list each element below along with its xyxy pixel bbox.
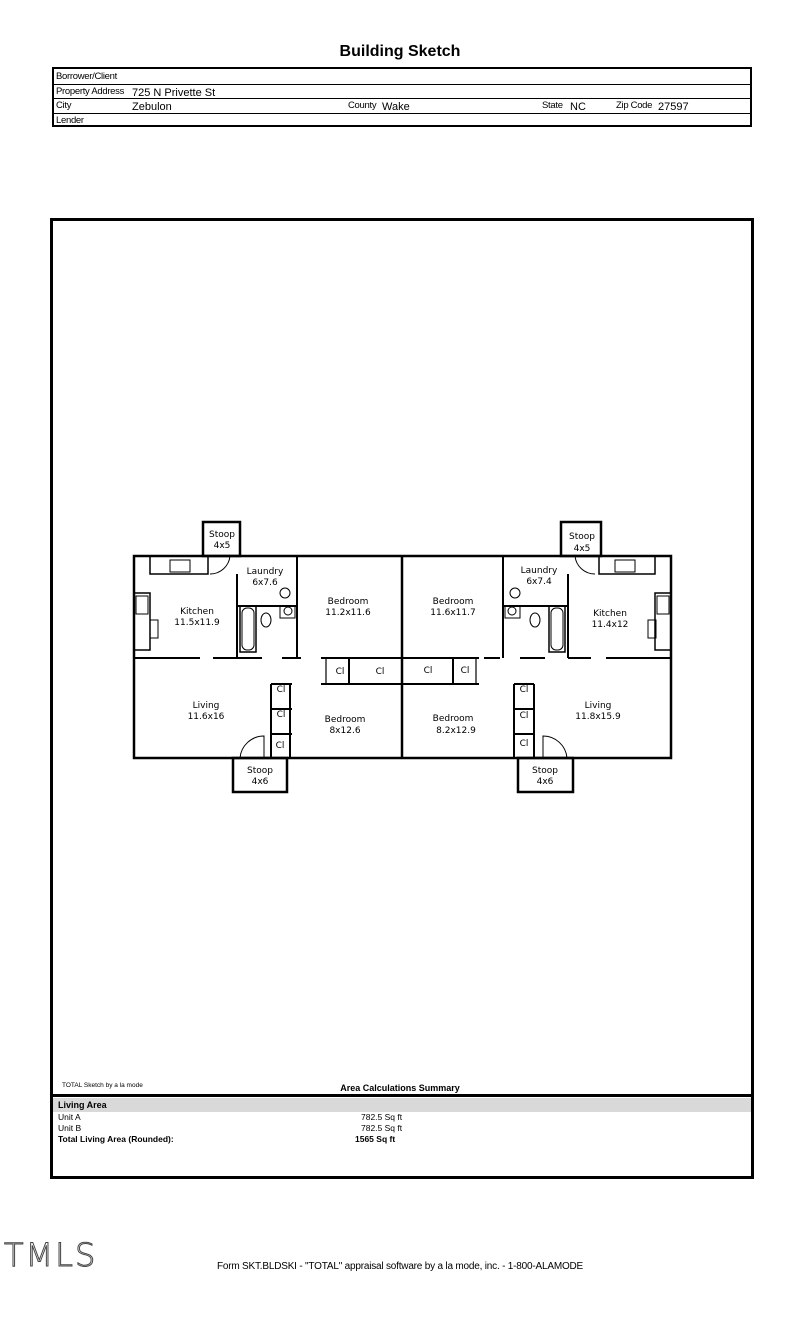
unit-b-area: 782.5 Sq ft <box>361 1123 403 1133</box>
bedroom-top-right-dim: 11.6x11.7 <box>430 608 475 618</box>
address-label: Property Address <box>56 85 125 97</box>
stoop-bottom-left-label: Stoop <box>247 766 273 776</box>
living-left-label: Living <box>193 701 220 711</box>
unit-a-name: Unit A <box>58 1112 81 1122</box>
stoop-top-left <box>201 520 242 558</box>
address-row: Property Address 725 N Privette St <box>54 84 750 99</box>
kitchen-left-label: Kitchen <box>180 607 214 617</box>
living-area-label: Living Area <box>58 1100 107 1110</box>
zip-label: Zip Code <box>616 100 653 111</box>
closet-label: Cl <box>376 667 385 677</box>
city-row: City Zebulon County Wake State NC Zip Co… <box>54 98 750 114</box>
bedroom-top-right-label: Bedroom <box>433 597 474 607</box>
closet-label: Cl <box>520 685 529 695</box>
city-value: Zebulon <box>132 101 172 113</box>
closet-label: Cl <box>520 739 529 749</box>
summary-divider <box>53 1094 751 1097</box>
bedroom-bottom-right-label: Bedroom <box>433 714 474 724</box>
laundry-left-label: Laundry <box>247 567 284 577</box>
stoop-bottom-left-dim: 4x6 <box>252 777 269 787</box>
stoop-top-left-label: Stoop <box>209 530 235 540</box>
state-value: NC <box>570 101 586 113</box>
borrower-row: Borrower/Client <box>54 69 750 85</box>
sketch-frame <box>50 218 754 1179</box>
total-value: 1565 Sq ft <box>355 1134 396 1144</box>
zip-value: 27597 <box>658 101 689 113</box>
laundry-left-dim: 6x7.6 <box>252 578 278 588</box>
living-right-dim: 11.8x15.9 <box>575 712 621 722</box>
lender-label: Lender <box>56 114 84 126</box>
address-value: 725 N Privette St <box>132 86 216 99</box>
property-info-table: Borrower/Client Property Address 725 N P… <box>52 67 752 127</box>
kitchen-right-dim: 11.4x12 <box>592 620 629 630</box>
laundry-right-label: Laundry <box>521 566 558 576</box>
borrower-label: Borrower/Client <box>56 71 117 82</box>
summary-band <box>53 1098 751 1112</box>
city-label: City <box>56 100 72 111</box>
form-footer: Form SKT.BLDSKI - "TOTAL" appraisal soft… <box>216 1261 584 1272</box>
county-label: County <box>348 100 377 111</box>
stoop-bottom-left <box>231 756 289 794</box>
bedroom-top-left-label: Bedroom <box>328 597 369 607</box>
closet-label: Cl <box>336 667 345 677</box>
bedroom-bottom-right-dim: 8.2x12.9 <box>436 726 476 736</box>
total-label: Total Living Area (Rounded): <box>58 1134 174 1144</box>
closet-label: Cl <box>461 666 470 676</box>
bedroom-top-left-dim: 11.2x11.6 <box>325 608 371 618</box>
bedroom-bottom-left-dim: 8x12.6 <box>329 726 360 736</box>
closet-label: Cl <box>277 710 286 720</box>
tmls-logo: TMLS <box>4 1238 97 1270</box>
unit-a-area: 782.5 Sq ft <box>361 1112 403 1122</box>
kitchen-right-label: Kitchen <box>593 609 627 619</box>
closet-label: Cl <box>277 685 286 695</box>
lender-row: Lender <box>54 113 750 128</box>
living-left-dim: 11.6x16 <box>188 712 225 722</box>
bedroom-bottom-left-label: Bedroom <box>325 715 366 725</box>
unit-b-name: Unit B <box>58 1123 82 1133</box>
living-right-label: Living <box>585 701 612 711</box>
sketch-credit: TOTAL Sketch by a la mode <box>62 1082 143 1089</box>
closet-label: Cl <box>424 666 433 676</box>
stoop-bottom-right-label: Stoop <box>532 766 558 776</box>
closet-label: Cl <box>520 711 529 721</box>
closet-label: Cl <box>276 741 285 751</box>
stoop-bottom-right <box>516 756 575 794</box>
stoop-top-left-dim: 4x5 <box>214 541 231 551</box>
county-value: Wake <box>382 101 410 113</box>
stoop-top-right <box>559 520 603 558</box>
laundry-right-dim: 6x7.4 <box>526 577 552 587</box>
svg-text:TMLS: TMLS <box>4 1238 97 1270</box>
stoop-top-right-dim: 4x5 <box>574 544 591 554</box>
state-label: State <box>542 100 563 111</box>
kitchen-left-dim: 11.5x11.9 <box>174 618 220 628</box>
page-title: Building Sketch <box>339 43 461 60</box>
stoop-top-right-label: Stoop <box>569 532 595 542</box>
area-summary-title: Area Calculations Summary <box>340 1083 460 1093</box>
stoop-bottom-right-dim: 4x6 <box>537 777 554 787</box>
